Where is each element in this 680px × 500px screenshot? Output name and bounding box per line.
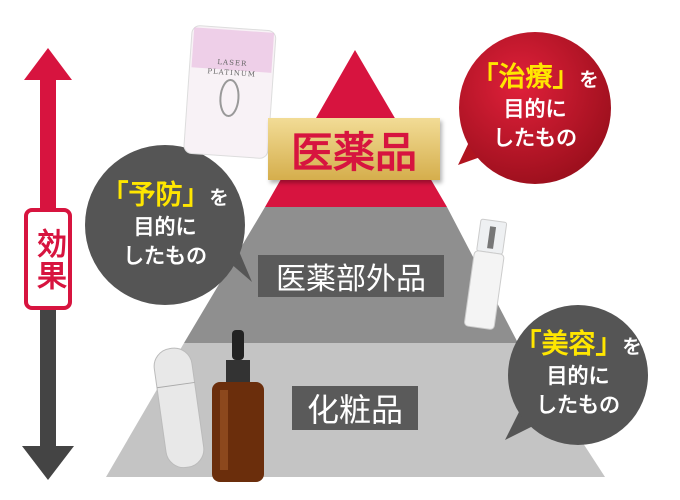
arrow-down-head	[22, 446, 74, 480]
arrow-lower-shaft	[40, 300, 56, 450]
bubble-prevention: 「予防」を 目的に したもの	[101, 180, 229, 268]
tier-label-cosmetics: 化粧品	[292, 386, 418, 430]
white-cylinder-bottle-image	[153, 347, 205, 469]
arrow-up-head	[24, 48, 72, 80]
tier-label-quasi-drug: 医薬部外品	[258, 255, 444, 297]
keyword-prevention: 予防	[128, 180, 183, 211]
airless-pump-bottle-image	[464, 218, 508, 330]
bubble-treatment: 「治療」を 目的に したもの	[471, 62, 599, 150]
arrow-upper-shaft	[40, 78, 56, 218]
keyword-treatment: 治療	[498, 62, 553, 93]
axis-label: 効果	[31, 228, 66, 292]
bubble-prevention-shape	[85, 145, 245, 305]
keyword-beauty: 美容	[541, 329, 596, 360]
bubble-beauty-shape	[508, 305, 648, 445]
supplement-package-image	[183, 25, 277, 159]
bubble-beauty: 「美容」を 目的に したもの	[514, 329, 642, 417]
tier-label-pharmaceutical: 医薬品	[268, 118, 440, 180]
amber-dropper-bottle-image	[212, 330, 264, 482]
bubble-treatment-shape	[459, 32, 611, 184]
axis-label-box	[24, 208, 72, 310]
